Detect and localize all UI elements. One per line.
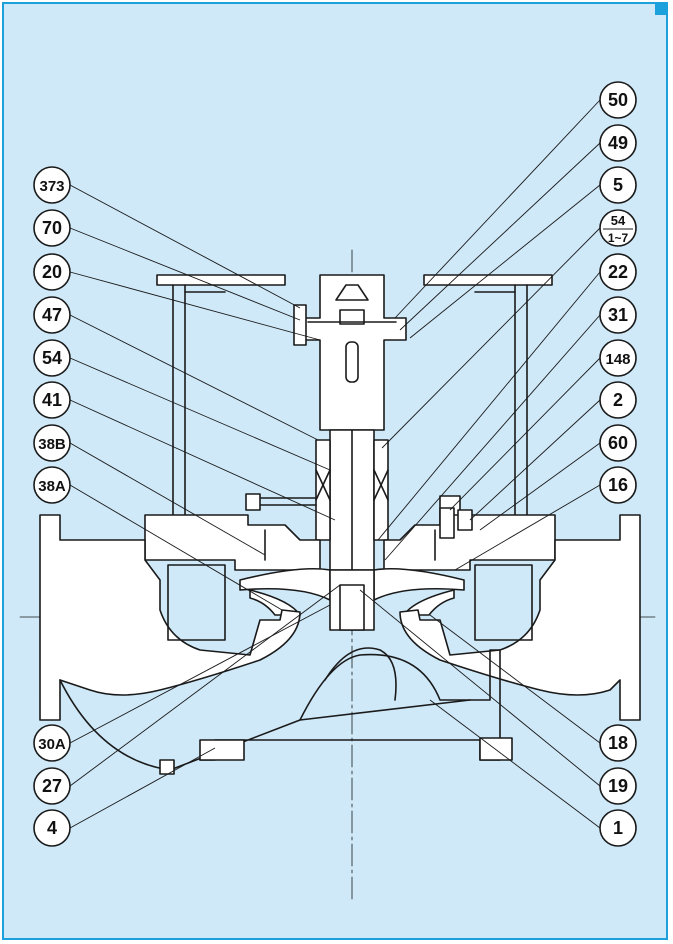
part-label-bubble	[33, 381, 71, 419]
part-label-text: 20	[42, 262, 62, 282]
part-label-text: 38A	[38, 478, 66, 495]
part-label-text: 18	[608, 733, 628, 753]
fraction-numerator: 54	[611, 213, 626, 228]
part-label-text: 54	[42, 348, 62, 368]
part-label-text: 4	[47, 818, 57, 838]
part-label-text: 2	[613, 390, 623, 410]
part-label-text: 70	[42, 218, 62, 238]
part-label-bubble	[33, 166, 71, 204]
part-label-bubble	[599, 724, 637, 762]
part-label-text: 31	[608, 305, 628, 325]
part-label-bubble	[33, 724, 71, 762]
left-part-labels: 373 70 20 47 54 41 38B 38A 30A 27 4	[33, 166, 71, 847]
part-label-bubble	[33, 767, 71, 805]
part-label-text: 41	[42, 390, 62, 410]
part-label-bubble	[599, 339, 637, 377]
part-label-bubble	[599, 381, 637, 419]
part-label-bubble	[599, 466, 637, 504]
part-label-bubble	[33, 253, 71, 291]
corner-mark	[655, 3, 667, 15]
part-label-bubble	[33, 424, 71, 462]
part-label-text: 60	[608, 433, 628, 453]
part-label-bubble	[599, 81, 637, 119]
part-label-bubble	[599, 296, 637, 334]
part-label-text: 47	[42, 305, 62, 325]
part-label-text: 373	[39, 178, 64, 195]
part-label-text: 50	[608, 90, 628, 110]
part-label-text: 148	[605, 351, 630, 368]
part-label-bubble	[33, 339, 71, 377]
part-label-text: 5	[613, 175, 623, 195]
part-label-bubble	[33, 209, 71, 247]
part-label-text: 27	[42, 776, 62, 796]
fraction-denominator: 1~7	[608, 231, 629, 245]
part-label-bubble	[599, 124, 637, 162]
part-label-text: 19	[608, 776, 628, 796]
part-label-text: 1	[613, 818, 623, 838]
part-label-text: 38B	[38, 436, 66, 453]
part-label-bubble	[33, 809, 71, 847]
right-part-labels: 50 49 5 22 31 148 2 60 16 18 19 1	[599, 81, 637, 847]
part-label-text: 30A	[38, 736, 66, 753]
part-label-bubble	[33, 296, 71, 334]
part-label-text: 22	[608, 262, 628, 282]
part-label-text: 16	[608, 475, 628, 495]
part-label-bubble	[599, 424, 637, 462]
part-label-bubble-fraction: 54 1~7	[599, 209, 637, 247]
part-label-bubble	[599, 767, 637, 805]
part-label-bubble	[599, 166, 637, 204]
part-label-bubble	[599, 253, 637, 291]
part-label-bubble	[33, 466, 71, 504]
part-label-text: 49	[608, 133, 628, 153]
part-label-bubble	[599, 809, 637, 847]
